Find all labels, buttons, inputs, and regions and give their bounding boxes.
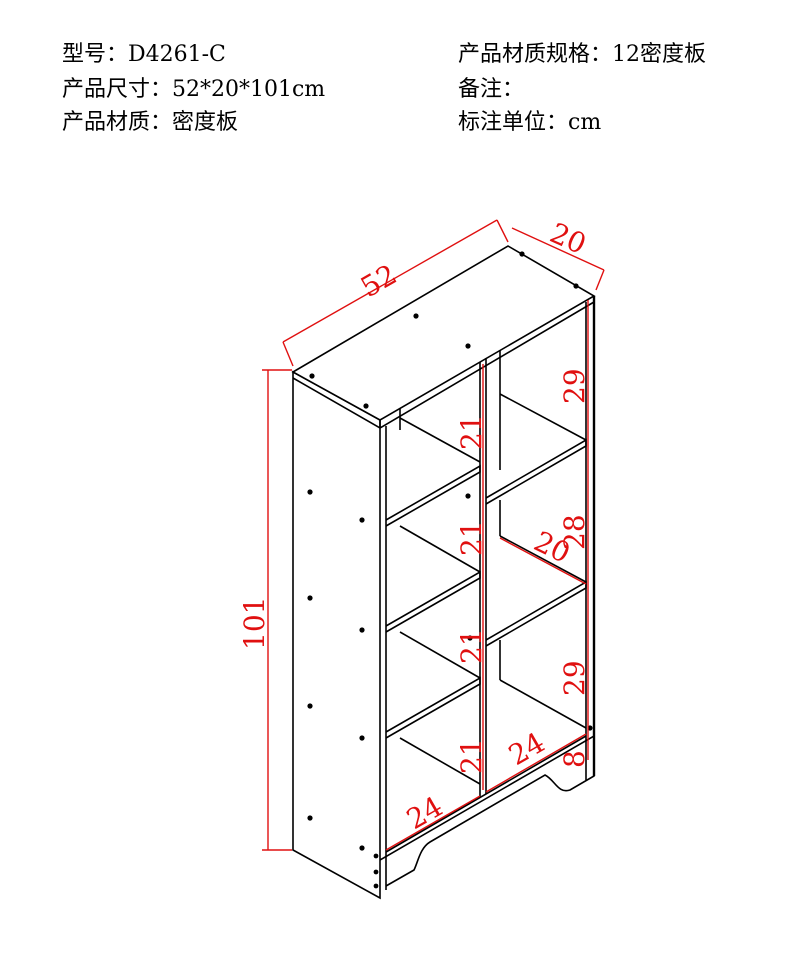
spec-note: 备注： (458, 77, 525, 102)
spec-board-spec: 产品材质规格：12密度板 (458, 42, 706, 67)
dimension-labels: 52 20 101 21 21 21 21 29 28 29 20 8 24 2… (238, 216, 591, 836)
spec-unit: 标注单位：cm (458, 110, 602, 135)
dim-right-cell-1: 29 (558, 368, 591, 404)
cabinet-body (291, 245, 596, 900)
dim-cell-width-left: 24 (401, 790, 448, 836)
spec-model: 型号：D4261-C (62, 42, 226, 67)
dim-left-cell-4: 21 (455, 738, 488, 774)
side-panel (292, 370, 381, 900)
spec-material: 产品材质：密度板 (62, 110, 239, 135)
dim-right-cell-3: 29 (558, 660, 591, 696)
dim-plinth: 8 (558, 750, 591, 768)
dim-height: 101 (238, 597, 271, 650)
dim-depth: 20 (545, 216, 591, 261)
dim-left-cell-3: 21 (455, 628, 488, 664)
left-shelves (385, 417, 481, 785)
right-shelves (485, 393, 587, 729)
dim-left-cell-1: 21 (455, 414, 488, 450)
dim-left-cell-2: 21 (455, 520, 488, 556)
plinth (379, 734, 595, 887)
hardware-dots (307, 251, 593, 889)
spec-size: 产品尺寸：52*20*101cm (62, 77, 326, 102)
dim-right-cell-2: 28 (558, 514, 591, 550)
top-board (291, 245, 596, 421)
dimension-lines (262, 219, 605, 851)
